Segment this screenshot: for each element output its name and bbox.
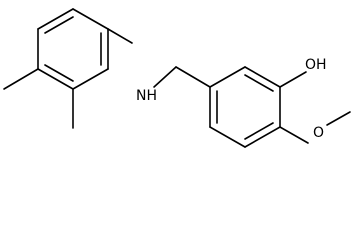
bond — [244, 126, 281, 148]
bond-ring-to-methoxy-oxygen — [279, 126, 309, 144]
right-ring — [209, 66, 281, 148]
bond — [72, 68, 109, 90]
bond — [72, 8, 109, 30]
double-bond-inner — [244, 74, 274, 92]
bond — [37, 68, 74, 90]
bond-ring-to-amine — [107, 28, 133, 44]
double-bond-inner — [44, 16, 74, 34]
hydroxyl-label: OH — [305, 57, 327, 73]
bond-ring-to-hydroxyl — [279, 71, 307, 88]
bond — [37, 8, 74, 30]
bond-methylene-to-ring — [175, 66, 211, 88]
bond — [244, 66, 281, 88]
left-ring — [37, 8, 109, 90]
amine-label: NH — [136, 88, 157, 104]
bond — [209, 126, 246, 148]
double-bond-inner — [244, 122, 274, 140]
structure-diagram: NH OH O — [3, 8, 351, 148]
double-bond-inner — [44, 64, 74, 82]
bond-amine-to-methylene — [153, 66, 177, 88]
methoxy-oxygen-label: O — [313, 125, 324, 141]
bond-methoxy-to-methyl — [326, 111, 351, 126]
methyl-bond-3 — [3, 68, 39, 90]
bond — [209, 66, 246, 88]
